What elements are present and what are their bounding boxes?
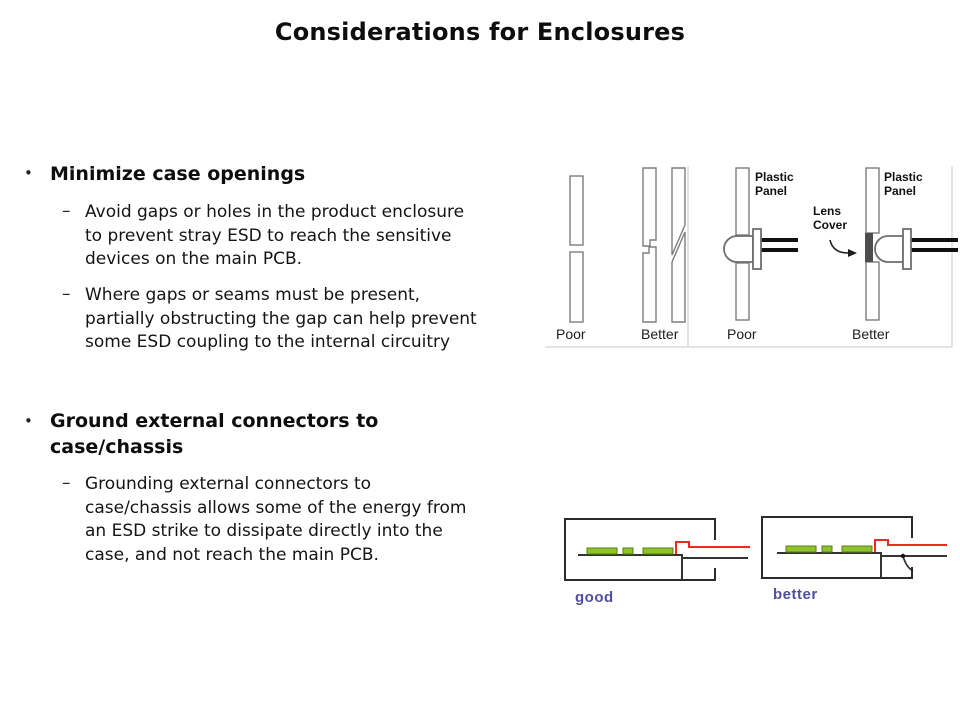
connector-grounding-diagram: good better [545,505,960,620]
gap-better-label: Better [641,326,679,342]
lens-cover-label: Lens Cover [813,204,848,232]
enclosure-gap-led-diagram: Poor Better Poor Better Plastic Panel Pl… [545,160,960,350]
connector-grounding-artwork [564,516,947,581]
bullet-marker: • [24,164,33,182]
lens-cover-arrow [829,239,857,257]
gap-poor-panels [569,175,584,323]
led-poor [723,167,798,321]
grounding-better [761,516,947,579]
sub-bullet-obstruct-gaps: Where gaps or seams must be present, par… [85,285,477,352]
slide-title: Considerations for Enclosures [274,18,686,46]
enclosure-gap-led-artwork [545,166,958,348]
gap-better-panels [642,167,686,323]
led-poor-label: Poor [727,326,757,342]
sub-bullet-avoid-gaps: Avoid gaps or holes in the product enclo… [85,202,465,269]
sub-bullet-grounding-connectors: Grounding external connectors to case/ch… [85,474,467,565]
gap-poor-label: Poor [556,326,586,342]
plastic-panel-label: Plastic Panel [884,170,923,198]
led-better-label: Better [852,326,890,342]
led-better [865,167,958,321]
bullet-heading-minimize-openings: Minimize case openings [50,163,306,185]
bullet-heading-ground-connectors: Ground external connectors to case/chass… [50,410,379,458]
dash-marker: – [62,201,71,221]
grounding-good-label: good [575,589,614,606]
grounding-better-label: better [773,586,818,603]
dash-marker: – [62,473,71,493]
plastic-panel-label: Plastic Panel [755,170,794,198]
grounding-good [564,518,750,581]
bullet-marker: • [24,412,33,430]
dash-marker: – [62,284,71,304]
lens-cover [865,233,873,262]
